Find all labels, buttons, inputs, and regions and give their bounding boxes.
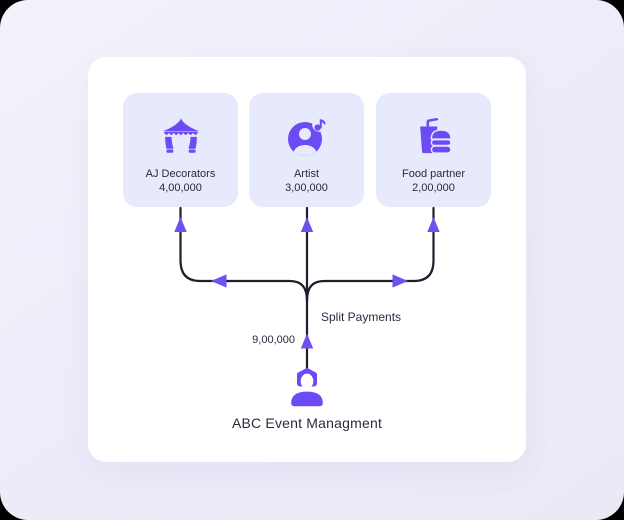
recipient-amount: 3,00,000: [285, 182, 328, 194]
recipient-card-aj-decorators: AJ Decorators 4,00,000: [123, 93, 238, 207]
recipient-name: AJ Decorators: [145, 168, 216, 180]
tent-icon: [159, 114, 203, 158]
recipient-card-food-partner: Food partner 2,00,000: [376, 93, 491, 207]
recipient-name: Artist: [293, 168, 320, 180]
recipient-name: Food partner: [402, 168, 465, 180]
recipient-amount: 2,00,000: [412, 182, 455, 194]
arrow-up-center-branch: [300, 217, 314, 232]
artist-music-icon: [284, 114, 330, 158]
food-drink-burger-icon: [411, 114, 457, 158]
arrow-left: [211, 274, 227, 288]
recipient-card-artist: Artist 3,00,000: [249, 93, 364, 207]
arrow-right: [392, 274, 408, 288]
person-icon: [285, 367, 329, 407]
diagram-panel: AJ Decorators 4,00,000 Artist 3,00,0: [88, 57, 526, 462]
sender-name: ABC Event Managment: [231, 415, 383, 431]
arrow-up-right-branch: [427, 217, 440, 232]
arrow-up-left-branch: [174, 217, 187, 232]
sender-block: ABC Event Managment: [88, 367, 526, 431]
recipient-amount: 4,00,000: [159, 182, 202, 194]
split-payments-label: Split Payments: [321, 310, 402, 324]
arrow-up-source: [300, 333, 314, 349]
source-amount-label: 9,00,000: [252, 334, 295, 346]
